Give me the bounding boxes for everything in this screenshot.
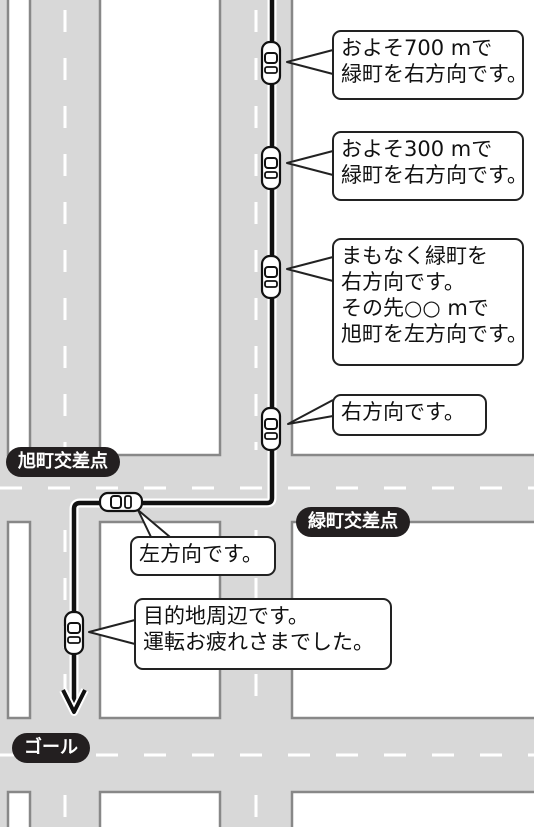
car-icon (260, 40, 282, 86)
intersection-label-asahi: 旭町交差点 (6, 447, 120, 477)
intersection-label-midori: 緑町交差点 (296, 507, 410, 537)
block (6, 790, 32, 827)
guidance-callout-turn-right: 右方向です。 (332, 394, 487, 436)
block (6, 520, 32, 720)
guidance-callout-300m: およそ300 mで 緑町を右方向です。 (332, 131, 528, 201)
block (98, 0, 222, 457)
car-icon (260, 254, 282, 300)
guidance-callout-arrival: 目的地周辺です。 運転お疲れさまでした。 (134, 598, 392, 670)
callout-tail (286, 256, 334, 282)
guidance-callout-approach: まもなく緑町を 右方向です。 その先○○ mで 旭町を左方向です。 (332, 238, 528, 366)
callout-tail (287, 399, 334, 425)
car-icon (63, 610, 85, 656)
block (6, 0, 32, 457)
block (290, 790, 534, 827)
guidance-callout-turn-left: 左方向です。 (130, 536, 276, 576)
callout-tail (88, 619, 136, 645)
route-arrowhead (61, 689, 87, 714)
goal-label: ゴール (12, 733, 90, 763)
callout-tail (286, 49, 334, 75)
callout-tails (88, 49, 334, 645)
route-line (71, 0, 275, 708)
car-icon (260, 145, 282, 191)
guidance-callout-700m: およそ700 mで 緑町を右方向です。 (332, 30, 528, 100)
callout-tail (286, 150, 334, 176)
car-icon (98, 491, 144, 513)
lane-markings (0, 10, 534, 827)
car-icon (260, 406, 282, 452)
block (98, 790, 222, 827)
